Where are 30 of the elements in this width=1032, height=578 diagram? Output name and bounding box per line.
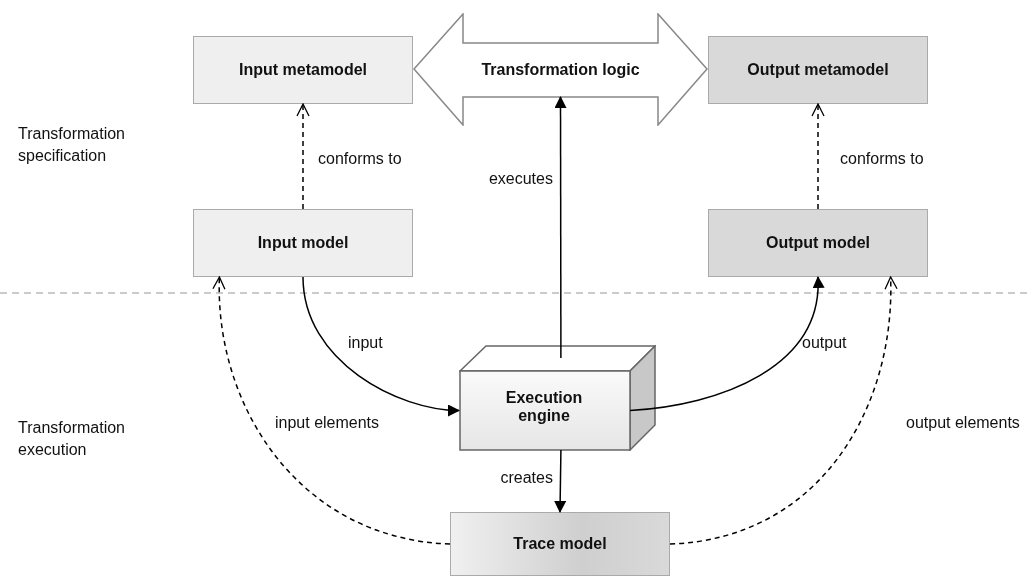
node-label: Output model [766, 234, 870, 252]
edge-label: conforms to [840, 150, 924, 168]
node-label: Transformation logic [481, 60, 640, 79]
node-label: Execution engine [504, 389, 584, 425]
model-box [708, 36, 928, 104]
connector-arrow [811, 103, 825, 210]
section-label: Transformation specification [18, 124, 126, 166]
connector-arrow [554, 449, 567, 513]
edge-label: conforms to [318, 150, 402, 168]
edge-label: output elements [906, 414, 1020, 432]
node-label: Input model [257, 234, 349, 252]
connector-arrow [302, 276, 460, 416]
connector-arrow [213, 276, 451, 545]
connector-arrow [554, 96, 567, 359]
model-box [193, 209, 413, 277]
node-label: Trace model [513, 535, 607, 553]
connector-arrow [629, 276, 824, 412]
model-box [450, 512, 670, 576]
section-label: Transformation execution [18, 418, 126, 460]
edge-label: input [348, 334, 383, 352]
connector-arrow [296, 103, 310, 210]
node-label: Output metamodel [747, 61, 889, 79]
edge-label: output [802, 334, 847, 352]
model-box [708, 209, 928, 277]
model-box [193, 36, 413, 104]
edge-label: input elements [275, 414, 380, 432]
edge-label: executes [488, 170, 553, 188]
node-label: Input metamodel [239, 61, 367, 79]
edge-label: creates [500, 469, 553, 487]
connector-arrow [669, 276, 898, 545]
